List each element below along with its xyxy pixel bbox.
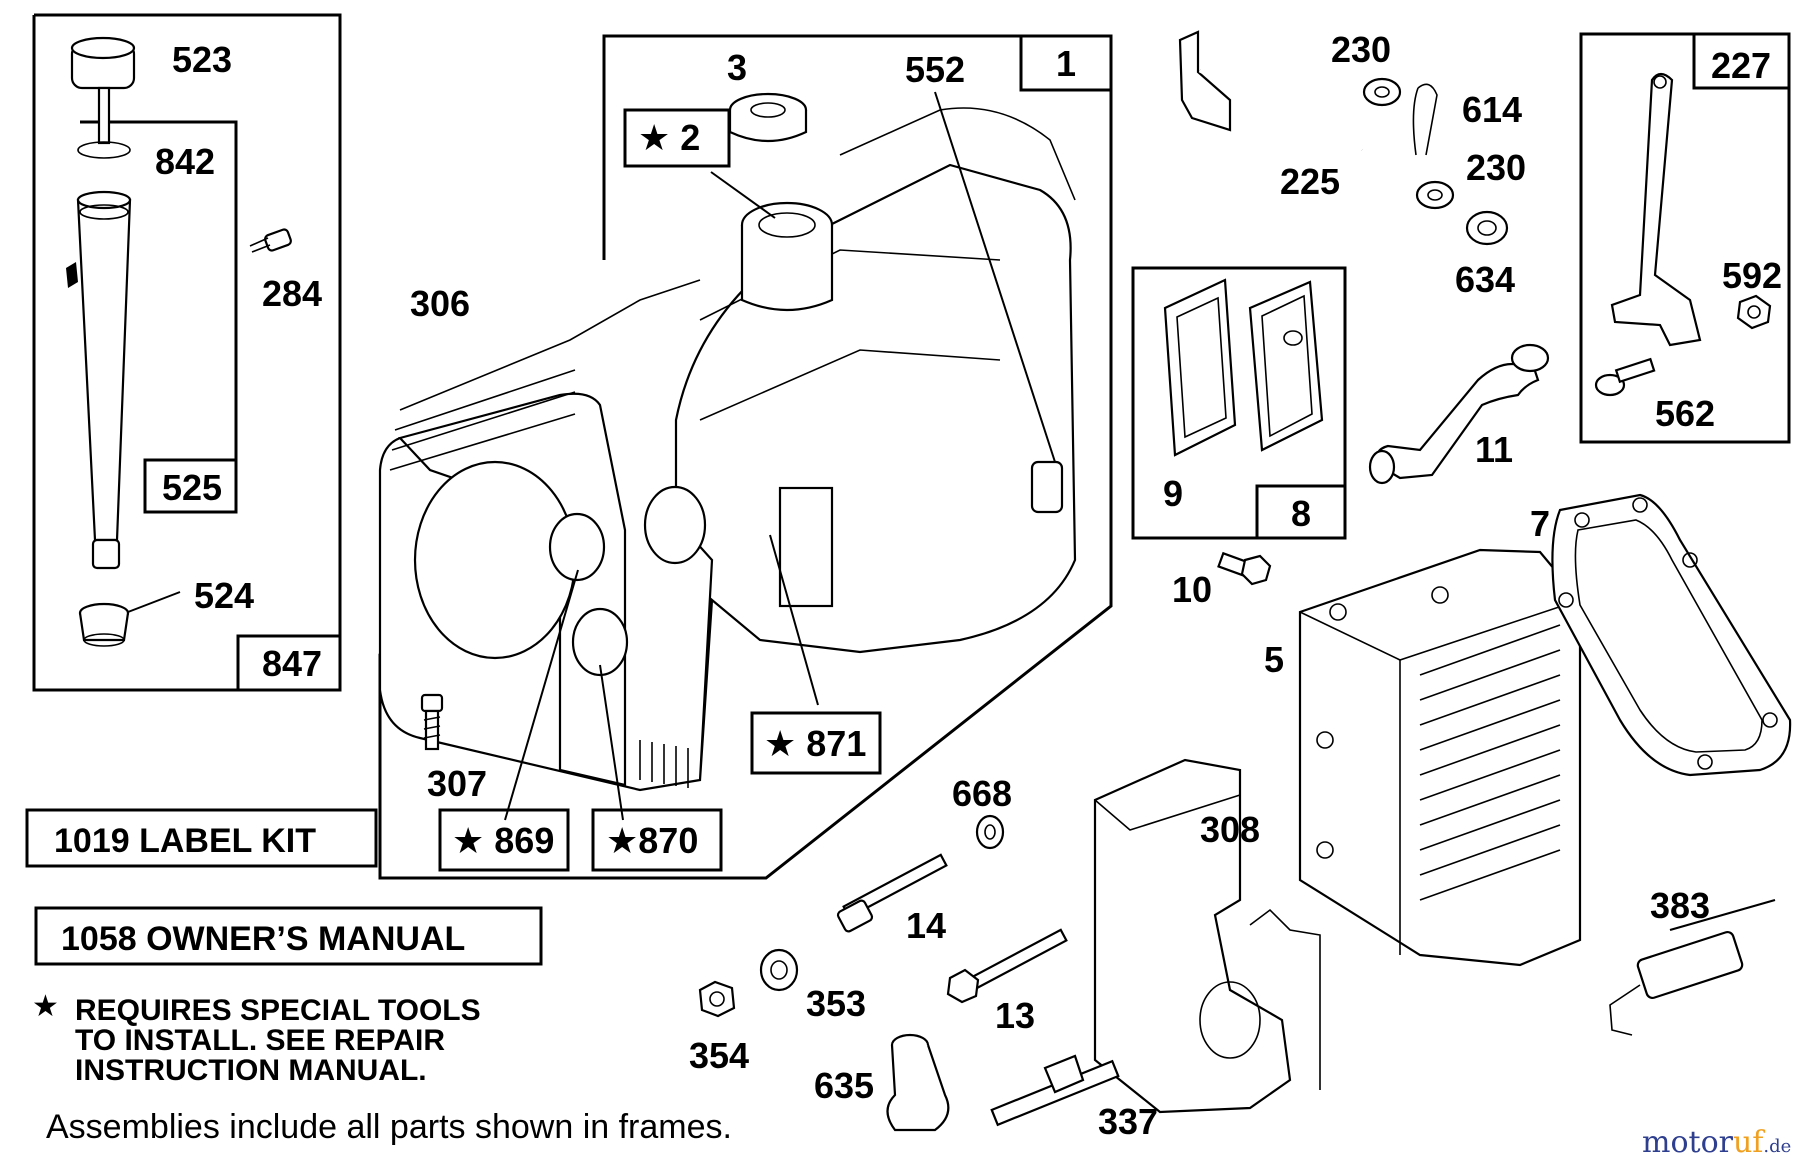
label-523: 523	[172, 39, 232, 80]
stud-13	[946, 928, 1068, 1004]
dipstick-tube	[66, 190, 132, 570]
label-383: 383	[1650, 885, 1710, 926]
governor-shaft-225	[1178, 30, 1364, 153]
breather-tube-11	[1368, 343, 1550, 485]
label-353: 353	[806, 983, 866, 1024]
label-552: 552	[905, 49, 965, 90]
label-7: 7	[1530, 503, 1550, 544]
spark-plug-wrench-383	[1609, 898, 1776, 1036]
special-tools-line-3: INSTRUCTION MANUAL.	[75, 1054, 427, 1087]
special-tools-line-1: REQUIRES SPECIAL TOOLS	[75, 994, 481, 1027]
label-306: 306	[410, 283, 470, 324]
oil-seal-3	[728, 92, 808, 143]
label-524: 524	[194, 575, 254, 616]
label-668: 668	[952, 773, 1012, 814]
screw-284	[249, 228, 292, 253]
label-842: 842	[155, 141, 215, 182]
screw-562	[1594, 357, 1656, 397]
elbow-635	[886, 1033, 950, 1132]
special-tools-star: ★	[32, 990, 59, 1023]
box-871	[750, 711, 882, 775]
label-337: 337	[1098, 1101, 1158, 1142]
label-225: 225	[1280, 161, 1340, 202]
nut-592	[1736, 294, 1772, 330]
label-525: 525	[162, 467, 222, 508]
bolt-307	[420, 693, 444, 751]
air-guide-308	[1093, 758, 1321, 1114]
motoruf-logo: motoruf.de	[1642, 1125, 1791, 1160]
label-227: 227	[1711, 45, 1771, 86]
hair-pin-614	[1412, 83, 1438, 156]
stud-14	[836, 853, 948, 933]
label-2: ★ 2	[638, 117, 700, 158]
screw-10	[1217, 551, 1272, 586]
label-1: 1	[1056, 43, 1076, 84]
owners-manual-box	[34, 906, 543, 966]
label-614: 614	[1462, 89, 1522, 130]
special-tools-line-2: TO INSTALL. SEE REPAIR	[75, 1024, 445, 1057]
label-8: 8	[1291, 493, 1311, 534]
label-5: 5	[1264, 639, 1284, 680]
governor-lever	[1610, 72, 1702, 347]
label-634: 634	[1455, 259, 1515, 300]
cylinder-block	[378, 107, 1077, 792]
frame-8	[1131, 266, 1347, 540]
label-869: ★ 869	[452, 820, 554, 861]
label-3: 3	[727, 47, 747, 88]
washer-230-bottom	[1415, 180, 1455, 210]
label-871: ★ 871	[764, 723, 866, 764]
label-kit-text: 1019 LABEL KIT	[54, 822, 316, 860]
label-562: 562	[1655, 393, 1715, 434]
label-870: ★870	[606, 820, 698, 861]
nut-354	[698, 980, 736, 1018]
label-230-bottom: 230	[1466, 147, 1526, 188]
washer-230-top	[1362, 77, 1402, 107]
label-307: 307	[427, 763, 487, 804]
frame-847	[32, 13, 342, 692]
label-635: 635	[814, 1065, 874, 1106]
tube-seal-524	[78, 591, 181, 647]
label-kit-box	[25, 808, 378, 868]
label-284: 284	[262, 273, 322, 314]
label-354: 354	[689, 1035, 749, 1076]
spark-plug-337	[990, 1054, 1120, 1127]
washer-353	[759, 948, 799, 992]
label-308: 308	[1200, 809, 1260, 850]
owners-manual-text: 1058 OWNER’S MANUAL	[61, 920, 465, 958]
label-14: 14	[906, 905, 946, 946]
washer-668	[975, 814, 1005, 850]
dipstick-cap	[70, 36, 136, 145]
label-13: 13	[995, 995, 1035, 1036]
breather-8	[1248, 280, 1324, 452]
box-2	[623, 108, 731, 168]
frame-227	[1579, 32, 1791, 444]
label-230-top: 230	[1331, 29, 1391, 70]
cylinder-head-5	[1298, 548, 1582, 967]
box-870	[591, 808, 723, 872]
label-11: 11	[1475, 429, 1513, 470]
leaders-block	[504, 91, 1056, 821]
label-592: 592	[1722, 255, 1782, 296]
box-869	[438, 808, 570, 872]
assemblies-note: Assemblies include all parts shown in fr…	[46, 1108, 732, 1146]
label-10: 10	[1172, 569, 1212, 610]
head-gasket-7	[1551, 493, 1792, 777]
seal-634	[1465, 210, 1509, 246]
o-ring-842	[77, 141, 131, 159]
label-847: 847	[262, 643, 322, 684]
label-9: 9	[1163, 473, 1183, 514]
breather-gasket-9	[1163, 278, 1237, 457]
